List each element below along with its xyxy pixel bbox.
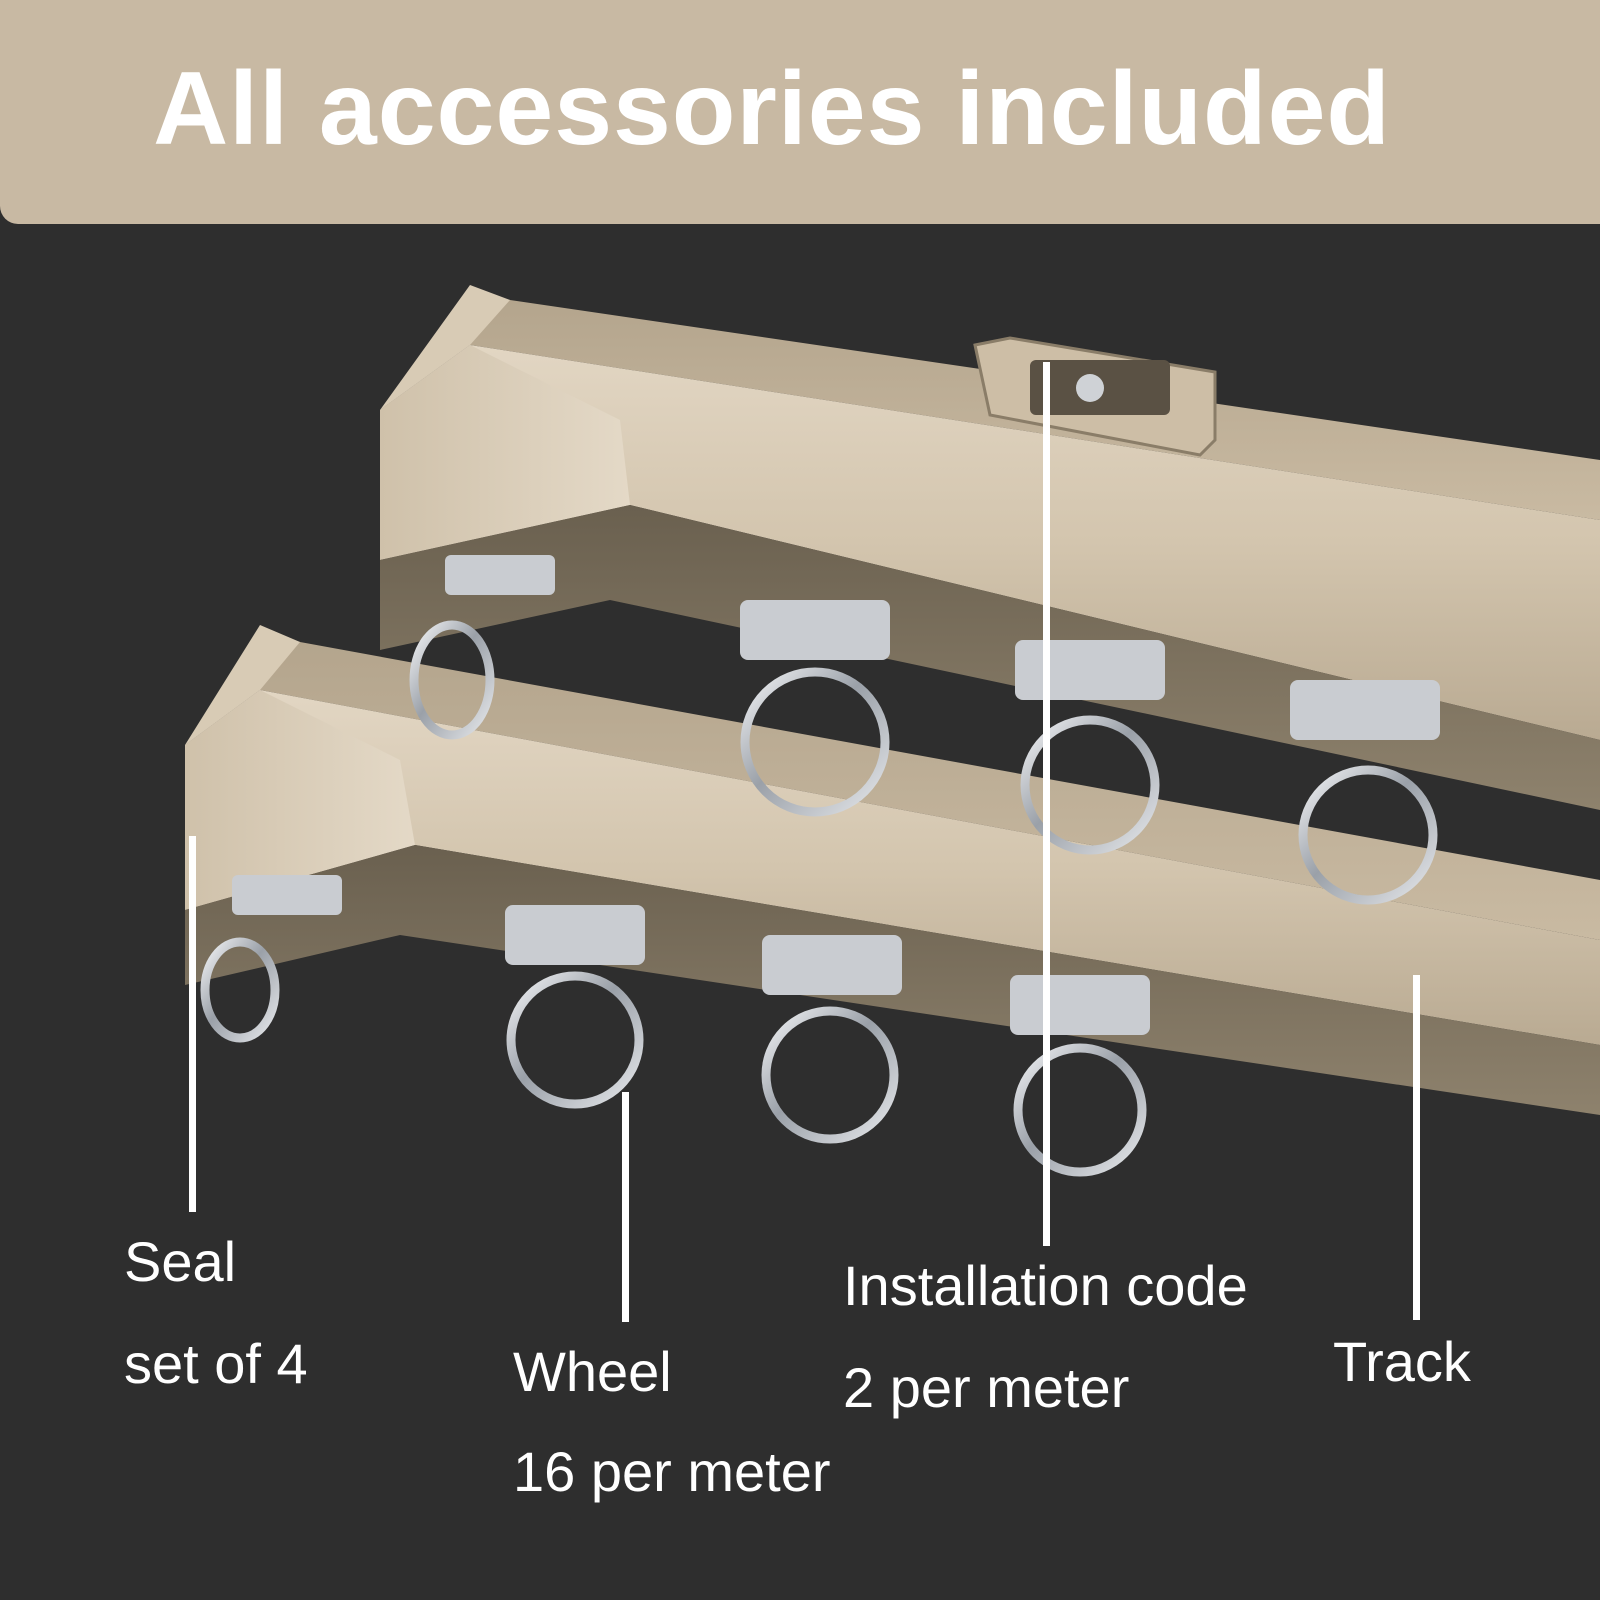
installation-code-quantity: 2 per meter <box>843 1356 1130 1419</box>
wheel-quantity: 16 per meter <box>513 1440 831 1503</box>
track-leader-line <box>1413 975 1420 1320</box>
header-banner: All accessories included <box>0 0 1600 224</box>
banner-title: All accessories included <box>153 51 1391 167</box>
upper-runners <box>409 555 1440 905</box>
seal-label: Seal <box>124 1230 237 1293</box>
seal-quantity: set of 4 <box>124 1332 308 1395</box>
installation-code-label: Installation code <box>843 1254 1248 1317</box>
wheel-leader-line <box>622 1092 629 1322</box>
seal-leader-line <box>189 836 196 1212</box>
curtain-track-illustration <box>185 285 1600 1177</box>
installation-code-leader-line <box>1043 362 1050 1246</box>
track-label: Track <box>1333 1330 1471 1393</box>
wheel-label: Wheel <box>513 1340 672 1403</box>
